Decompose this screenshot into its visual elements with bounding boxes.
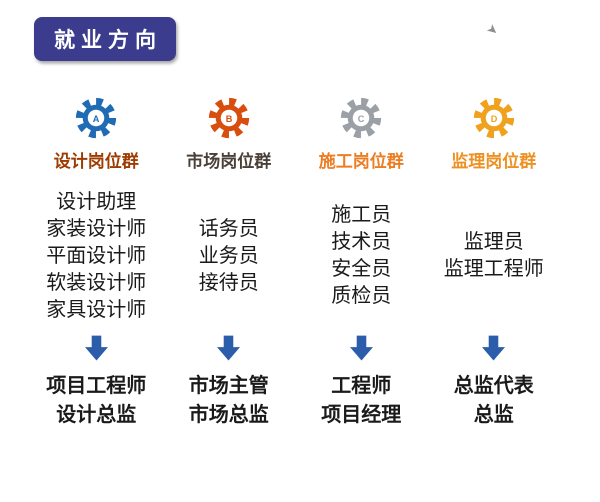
advanced-roles-list: 市场主管市场总监 <box>189 372 269 430</box>
role-item: 质检员 <box>331 285 392 307</box>
role-item: 监理员 <box>463 231 524 253</box>
gear-letter: C <box>358 114 365 124</box>
page-title: 就业方向 <box>34 17 176 61</box>
gear-letter: D <box>490 114 497 124</box>
role-item: 总监 <box>473 404 514 426</box>
gear-center <box>485 109 502 127</box>
career-column-construction: C 施工岗位群 施工员技术员安全员质检员 工程师项目经理 <box>295 96 428 430</box>
down-arrow-icon <box>217 335 241 361</box>
career-column-market: B 市场岗位群 话务员业务员接待员 市场主管市场总监 <box>163 96 296 430</box>
role-item: 设计总监 <box>56 404 137 426</box>
gear-icon: C <box>341 97 382 139</box>
gear-teeth <box>208 97 249 139</box>
role-item: 市场主管 <box>188 375 269 397</box>
role-item: 安全员 <box>331 258 392 280</box>
role-item: 工程师 <box>331 375 392 397</box>
career-columns: A 设计岗位群 设计助理家装设计师平面设计师软装设计师家具设计师 项目工程师设计… <box>30 96 560 430</box>
gear-icon: A <box>76 97 117 139</box>
column-title: 施工岗位群 <box>318 152 404 171</box>
role-item: 施工员 <box>331 204 392 226</box>
career-column-supervision: D 监理岗位群 监理员监理工程师 总监代表总监 <box>428 96 561 430</box>
down-arrow-icon <box>84 335 108 361</box>
role-item: 项目经理 <box>321 404 402 426</box>
role-item: 平面设计师 <box>46 244 147 267</box>
advanced-roles-list: 项目工程师设计总监 <box>46 372 146 430</box>
gear-teeth <box>473 97 514 139</box>
role-item: 接待员 <box>198 271 259 294</box>
column-title: 设计岗位群 <box>53 152 139 171</box>
role-item: 市场总监 <box>188 404 269 426</box>
role-item: 监理工程师 <box>443 258 544 280</box>
gear-teeth <box>76 97 117 139</box>
role-item: 设计助理 <box>56 190 137 213</box>
gear-letter: A <box>93 114 100 124</box>
down-arrow-icon <box>482 335 506 361</box>
gear-icon: B <box>208 97 249 139</box>
gear-letter: B <box>225 114 232 124</box>
decorative-arrow-icon: ➤ <box>483 20 502 39</box>
entry-roles-list: 施工员技术员安全员质检员 <box>331 182 391 330</box>
gear-icon: D <box>473 97 514 139</box>
advanced-roles-list: 工程师项目经理 <box>321 372 401 430</box>
advanced-roles-list: 总监代表总监 <box>454 372 534 430</box>
role-item: 技术员 <box>331 231 392 253</box>
role-item: 家具设计师 <box>46 298 147 321</box>
role-item: 项目工程师 <box>46 375 147 397</box>
career-column-design: A 设计岗位群 设计助理家装设计师平面设计师软装设计师家具设计师 项目工程师设计… <box>30 96 163 430</box>
role-item: 总监代表 <box>453 375 534 397</box>
column-title: 市场岗位群 <box>186 152 272 171</box>
role-item: 家装设计师 <box>46 217 147 240</box>
gear-center <box>88 109 105 127</box>
role-item: 软装设计师 <box>46 271 147 294</box>
gear-center <box>220 109 237 127</box>
entry-roles-list: 话务员业务员接待员 <box>199 182 259 330</box>
role-item: 话务员 <box>198 217 259 240</box>
down-arrow-icon <box>349 335 373 361</box>
gear-center <box>353 109 370 127</box>
role-item: 业务员 <box>198 244 259 267</box>
entry-roles-list: 设计助理家装设计师平面设计师软装设计师家具设计师 <box>46 182 146 330</box>
gear-teeth <box>341 97 382 139</box>
column-title: 监理岗位群 <box>451 152 537 171</box>
entry-roles-list: 监理员监理工程师 <box>444 182 544 330</box>
